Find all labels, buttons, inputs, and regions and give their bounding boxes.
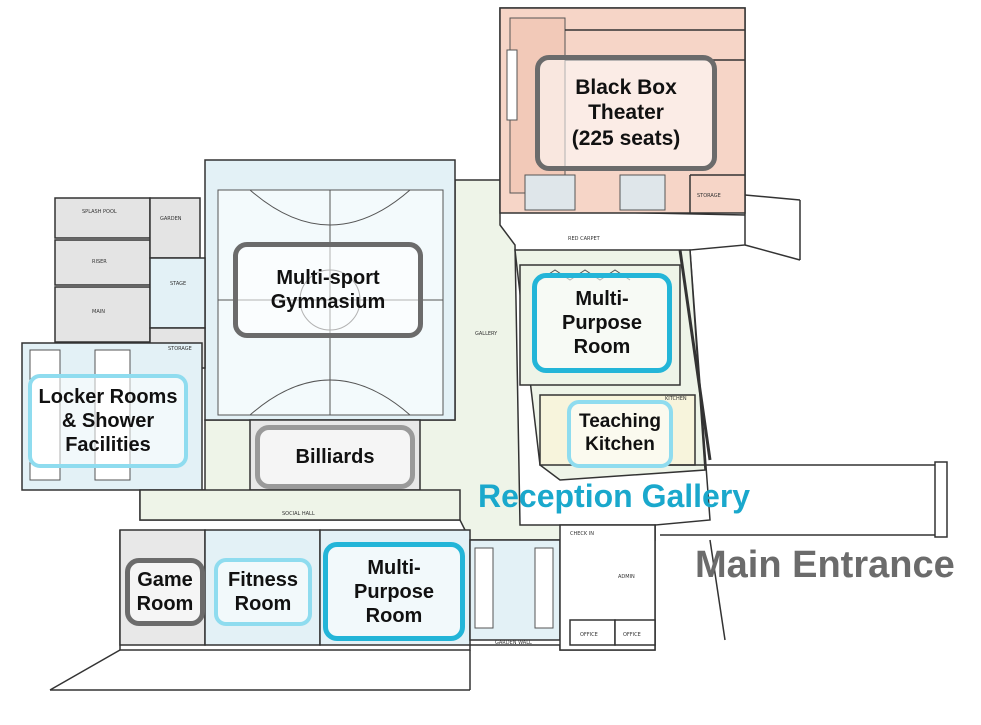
gym-label-line-2: Gymnasium [270,291,386,313]
theater-label-line-3: (225 seats) [571,126,681,150]
theater-label-line-1: Black Box [575,76,677,100]
svg-text:STAGE: STAGE [170,281,186,287]
fitness-room-label: Fitness Room [214,558,312,626]
svg-text:SPLASH POOL: SPLASH POOL [82,209,117,215]
game-room-label-line-2: Room [136,593,194,615]
main-entrance-label: Main Entrance [695,544,955,586]
svg-text:GARDEN: GARDEN [160,216,182,222]
svg-text:GALLERY: GALLERY [475,331,498,337]
billiards-label: Billiards [255,425,415,489]
teaching-kitchen-label-line-2: Kitchen [585,434,655,455]
lockers-label-line-1: Locker Rooms [38,386,178,408]
svg-text:CHECK IN: CHECK IN [570,531,594,537]
svg-text:STORAGE: STORAGE [168,346,192,352]
theater-label-line-2: Theater [588,101,664,125]
game-room-label-line-1: Game [137,569,193,591]
mpr-upper-label-line-2: Purpose [561,312,643,334]
svg-text:OFFICE: OFFICE [580,632,598,638]
svg-text:RISER: RISER [92,259,107,265]
mpr-upper-label: Multi- Purpose Room [532,273,672,373]
svg-text:SOCIAL HALL: SOCIAL HALL [282,511,315,517]
teaching-kitchen-label-line-1: Teaching [579,411,661,433]
gym-label-line-1: Multi-sport [276,267,380,289]
mpr-lower-label-line-1: Multi- [367,556,421,579]
mpr-lower-label-line-3: Room [365,604,423,627]
billiards-label-text: Billiards [295,446,375,468]
mpr-upper-label-line-3: Room [573,336,631,358]
svg-text:MAIN: MAIN [92,309,105,315]
mpr-lower-label: Multi- Purpose Room [323,542,465,641]
lockers-label-line-3: Facilities [65,434,151,456]
lockers-label-line-2: & Shower [61,410,155,432]
reception-gallery-label: Reception Gallery [478,478,751,514]
teaching-kitchen-label: Teaching Kitchen [567,400,673,468]
fitness-room-label-line-1: Fitness [227,569,299,591]
svg-text:GARDEN WALL: GARDEN WALL [495,640,532,646]
game-room-label: Game Room [125,558,205,626]
svg-text:STORAGE: STORAGE [697,193,721,199]
svg-text:ADMIN: ADMIN [618,574,635,580]
fitness-room-label-line-2: Room [234,593,292,615]
svg-text:OFFICE: OFFICE [623,632,641,638]
mpr-lower-label-line-2: Purpose [353,580,435,603]
plan-microtext: SPLASH POOL RISER MAIN GARDEN STAGE STOR… [82,193,721,646]
mpr-upper-label-line-1: Multi- [575,288,629,310]
lockers-label: Locker Rooms & Shower Facilities [28,374,188,468]
svg-text:KITCHEN: KITCHEN [665,396,687,402]
gym-label: Multi-sport Gymnasium [233,242,423,338]
theater-label: Black Box Theater (225 seats) [535,55,717,171]
svg-text:RED CARPET: RED CARPET [568,236,601,242]
